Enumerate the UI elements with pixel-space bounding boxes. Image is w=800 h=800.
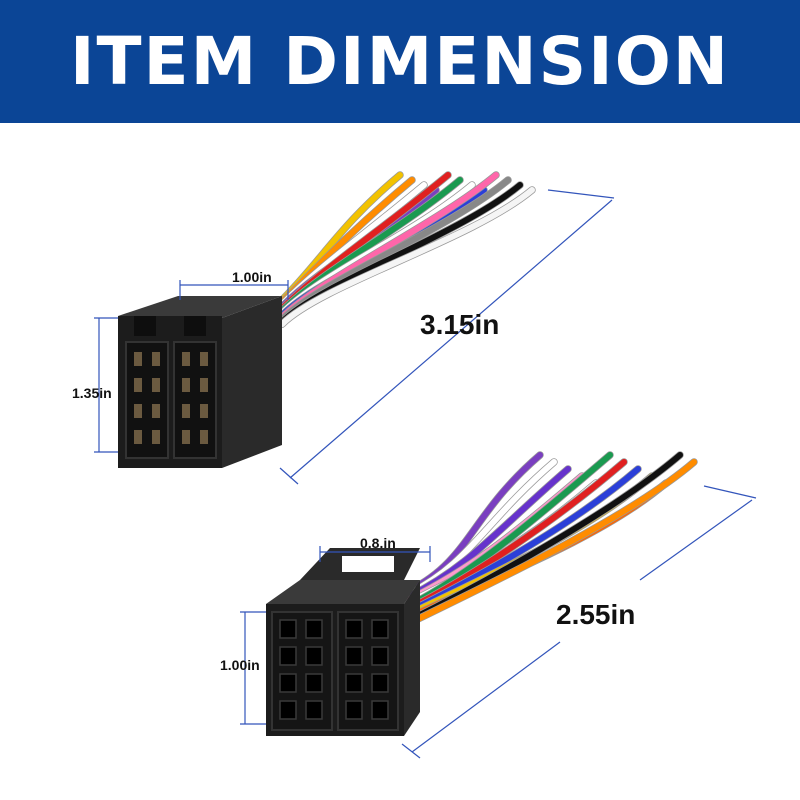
connector-pin [134,404,142,418]
connector-pin [182,430,190,444]
connector-socket [371,673,389,693]
connector-pin [134,430,142,444]
connector-pin [152,430,160,444]
female-connector-sockets [279,619,389,720]
connector-pin [200,378,208,392]
connector-pin [134,352,142,366]
connector-pin [134,378,142,392]
female-length-dimension-tick [703,485,757,499]
connector-socket [305,619,323,639]
connector-pin [152,352,160,366]
female-height-label: 1.00in [220,657,260,673]
male-width-label: 1.00in [232,269,272,285]
female-length-dimension-line [639,499,753,581]
connector-socket [345,673,363,693]
connector-pin [200,430,208,444]
male-length-dimension-line [289,199,613,479]
title-banner: ITEM DIMENSION [0,0,800,123]
connector-socket [279,646,297,666]
connector-pin [182,404,190,418]
male-connector-cavity [125,341,169,459]
product-illustration: 1.00in 1.35in 3.15in 0.8.in 1.00in [72,171,757,759]
connector-socket [371,700,389,720]
male-connector-wires [278,171,536,328]
male-connector-top [118,296,282,318]
connector-pin [182,352,190,366]
connector-socket [345,619,363,639]
male-height-label: 1.35in [72,385,112,401]
connector-socket [305,700,323,720]
connector-socket [371,619,389,639]
female-length-dimension-tick [401,743,421,759]
connector-pin [182,378,190,392]
connector-socket [279,673,297,693]
male-connector-notch [184,316,206,336]
female-connector-top [266,580,420,604]
female-connector-wires [406,451,698,627]
female-connector-latch-slot [342,556,394,572]
female-width-label: 0.8.in [360,535,396,551]
male-length-dimension-tick [279,467,299,485]
connector-pin [152,378,160,392]
connector-socket [279,700,297,720]
connector-socket [345,700,363,720]
connector-pin [200,404,208,418]
banner-title: ITEM DIMENSION [69,23,731,100]
male-length-dimension-tick [547,189,615,199]
male-connector-side [222,296,282,468]
female-connector-group: 0.8.in 1.00in 2.55in [220,451,757,759]
connector-socket [305,673,323,693]
connector-socket [371,646,389,666]
male-connector-cavity [173,341,217,459]
wire [279,187,535,328]
connector-socket [305,646,323,666]
connector-socket [345,646,363,666]
connector-pin [200,352,208,366]
male-connector-notch [134,316,156,336]
wire [407,459,697,626]
connector-socket [279,619,297,639]
female-connector-side [404,580,420,736]
male-connector-group: 1.00in 1.35in 3.15in [72,171,615,485]
female-length-label: 2.55in [556,599,635,630]
female-length-dimension-line [411,641,561,753]
male-connector-pins [134,352,208,444]
connector-pin [152,404,160,418]
male-length-label: 3.15in [420,309,499,340]
